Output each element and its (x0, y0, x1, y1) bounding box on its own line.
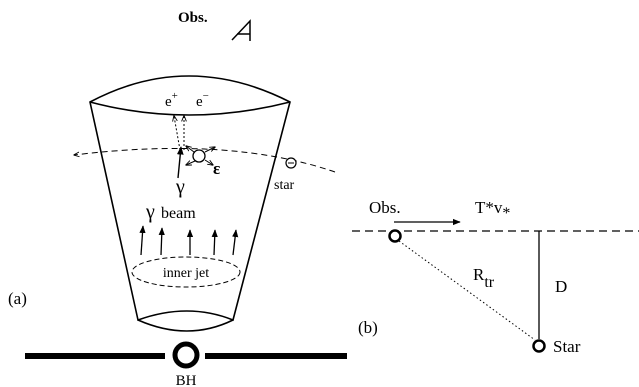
beam-arrow-5 (232, 229, 239, 256)
soft-photon-arrow-nw (186, 146, 195, 153)
soft-photon-arrow-sw (186, 161, 196, 165)
soft-photon-arrow-se (204, 159, 213, 165)
gamma-label: γ (175, 176, 185, 198)
jet-bottom-rim (137, 319, 234, 332)
black-hole-ring (172, 341, 200, 369)
epsilon-label: ε (213, 159, 220, 178)
observer-point-b (388, 229, 402, 243)
soft-photon-source (192, 149, 206, 163)
distance-label: Rtr (473, 265, 495, 291)
beam-arrow-2 (158, 227, 165, 256)
star-marker-b (532, 339, 546, 353)
panel-a: Obs. e+ e− γ ε star γ beam (8, 10, 347, 387)
beam-arrow-4 (211, 229, 218, 256)
pair-e-plus-label: e+ (165, 90, 178, 110)
bh-label: BH (176, 373, 197, 387)
separation-label: D (555, 277, 567, 296)
star-label-b: Star (553, 337, 581, 356)
jet-top-front-rim (89, 101, 291, 116)
inner-jet-label: inner jet (163, 266, 209, 281)
observer-label-a: Obs. (178, 10, 208, 26)
star-orbit-path (74, 147, 336, 173)
panel-b-label: (b) (358, 318, 378, 337)
panel-a-label: (a) (8, 289, 27, 308)
gamma-photon-arrow (176, 146, 184, 179)
pair-e-minus-label: e− (196, 90, 209, 110)
jet-cone (89, 75, 291, 322)
beam-arrow-1 (139, 225, 146, 256)
soft-photon-arrow-ne (204, 147, 215, 153)
observer-label-b: Obs. (369, 198, 401, 217)
panel-b: Obs. T*v* Rtr D (b) Star (352, 198, 639, 356)
observer-eye-icon (231, 19, 251, 41)
beam-gamma-label: γ (145, 201, 155, 223)
star-label-a: star (274, 178, 295, 193)
beam-text-label: beam (161, 205, 196, 222)
inner-jet-ellipse (131, 256, 241, 288)
velocity-label: T*v* (475, 198, 510, 222)
transit-distance-line (398, 240, 536, 341)
pair-track-left (174, 116, 181, 151)
